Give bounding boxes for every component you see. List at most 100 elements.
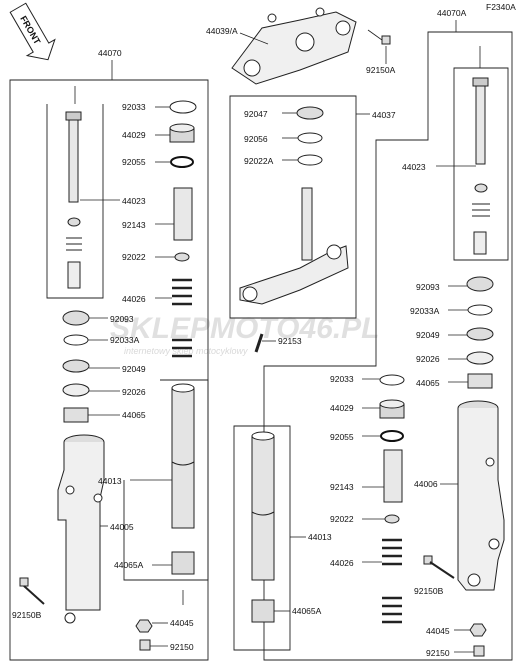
bolt-92150b-left xyxy=(19,577,45,605)
oring-92055-middle xyxy=(380,430,404,442)
label-92150-left: 92150 xyxy=(170,642,194,652)
cartridge-44023-left xyxy=(65,111,82,289)
label-44065a-left: 44065A xyxy=(114,560,144,570)
label-44065a-middle: 44065A xyxy=(292,606,322,616)
label-92150a: 92150A xyxy=(366,65,396,75)
outer-tube-44006 xyxy=(457,400,505,591)
label-92055-middle: 92055 xyxy=(330,432,354,442)
bearing-92047 xyxy=(296,106,324,120)
washer-92022a xyxy=(297,154,323,166)
bushing-92026-right xyxy=(466,351,494,365)
box-44037 xyxy=(229,95,357,319)
spacer-92143-left xyxy=(173,187,193,241)
steering-stem-44037 xyxy=(239,187,349,305)
label-92022-middle: 92022 xyxy=(330,514,354,524)
label-44013-middle: 44013 xyxy=(308,532,332,542)
label-44005: 44005 xyxy=(110,522,134,532)
inner-tube-44013-left xyxy=(171,383,195,529)
outer-tube-44005 xyxy=(57,434,105,624)
race-92056 xyxy=(297,132,323,144)
label-92143-middle: 92143 xyxy=(330,482,354,492)
bushing-44065a-middle xyxy=(251,599,275,623)
label-92055-left: 92055 xyxy=(122,157,146,167)
box-44023-right xyxy=(453,67,509,261)
label-44006: 44006 xyxy=(414,479,438,489)
box-44023-left xyxy=(46,104,104,299)
label-92033a-left: 92033A xyxy=(110,335,140,345)
clip-92033a-right xyxy=(467,304,493,316)
box-44013-middle xyxy=(233,425,291,651)
seal-92049-left xyxy=(62,359,90,373)
label-44045-right: 44045 xyxy=(426,626,450,636)
bushing-44065-right xyxy=(467,373,493,389)
label-92150b-right: 92150B xyxy=(414,586,444,596)
label-92022-left: 92022 xyxy=(122,252,146,262)
label-44065-left: 44065 xyxy=(122,410,146,420)
label-44029-left: 44029 xyxy=(122,130,146,140)
bolt-92150a xyxy=(367,29,391,45)
label-44039a: 44039/A xyxy=(206,26,238,36)
cap-44029-left xyxy=(169,123,195,143)
spring-44026-middle xyxy=(382,538,402,624)
cartridge-44023-right xyxy=(472,77,490,255)
label-92033-left: 92033 xyxy=(122,102,146,112)
label-44026-left: 44026 xyxy=(122,294,146,304)
bushing-44065a-left xyxy=(171,551,195,575)
seal-92093-right xyxy=(466,276,494,292)
upper-bracket xyxy=(231,7,357,85)
seal-92049-right xyxy=(466,327,494,341)
watermark-title: SKLEPMOTO46.PL xyxy=(110,312,380,345)
watermark-subtitle: internetowy sklep motocyklowy xyxy=(124,346,248,356)
clip-92033a-left xyxy=(63,334,89,346)
washer-44045-left xyxy=(135,619,153,633)
label-44026-middle: 44026 xyxy=(330,558,354,568)
label-44045-left: 44045 xyxy=(170,618,194,628)
front-arrow-icon: FRONT xyxy=(9,2,56,61)
bushing-92026-left xyxy=(62,383,90,397)
label-92150-right: 92150 xyxy=(426,648,450,658)
label-92047: 92047 xyxy=(244,109,268,119)
label-44013-left: 44013 xyxy=(98,476,122,486)
diagram-code: F2340A xyxy=(486,2,516,12)
label-92150b-left: 92150B xyxy=(12,610,42,620)
label-92049-right: 92049 xyxy=(416,330,440,340)
label-92026-right: 92026 xyxy=(416,354,440,364)
watermark: SKLEPMOTO46.PL internetowy sklep motocyk… xyxy=(110,312,380,356)
bolt-92150-right xyxy=(473,645,485,657)
washer-92022-left xyxy=(174,252,190,262)
label-92049-left: 92049 xyxy=(122,364,146,374)
box-44070 xyxy=(9,79,209,661)
label-44070: 44070 xyxy=(98,48,122,58)
label-44023-right: 44023 xyxy=(402,162,426,172)
bushing-44065-left xyxy=(63,407,89,423)
box-44013-left xyxy=(123,379,209,581)
label-92022a: 92022A xyxy=(244,156,274,166)
box-44070a xyxy=(263,31,513,661)
ring-92033-middle xyxy=(379,374,405,386)
cap-44029-middle xyxy=(379,399,405,419)
label-92143-left: 92143 xyxy=(122,220,146,230)
label-92026-left: 92026 xyxy=(122,387,146,397)
label-92033-middle: 92033 xyxy=(330,374,354,384)
spacer-92143-middle xyxy=(383,449,403,503)
washer-44045-right xyxy=(469,623,487,637)
bolt-92150b-right xyxy=(423,555,455,579)
washer-92022-middle xyxy=(384,514,400,524)
label-92153: 92153 xyxy=(278,336,302,346)
label-44037: 44037 xyxy=(372,110,396,120)
label-44023-left: 44023 xyxy=(122,196,146,206)
label-92056: 92056 xyxy=(244,134,268,144)
oring-92055-left xyxy=(170,156,194,168)
label-92033a-right: 92033A xyxy=(410,306,440,316)
label-44029-middle: 44029 xyxy=(330,403,354,413)
label-92093-right: 92093 xyxy=(416,282,440,292)
seal-92093-left xyxy=(62,310,90,326)
inner-tube-44013-middle xyxy=(251,431,275,581)
label-92093-left: 92093 xyxy=(110,314,134,324)
label-44070a: 44070A xyxy=(437,8,467,18)
spring-44026-left xyxy=(172,278,192,358)
bolt-92153 xyxy=(254,333,264,353)
bolt-92150-left xyxy=(139,639,151,651)
label-44065-right: 44065 xyxy=(416,378,440,388)
